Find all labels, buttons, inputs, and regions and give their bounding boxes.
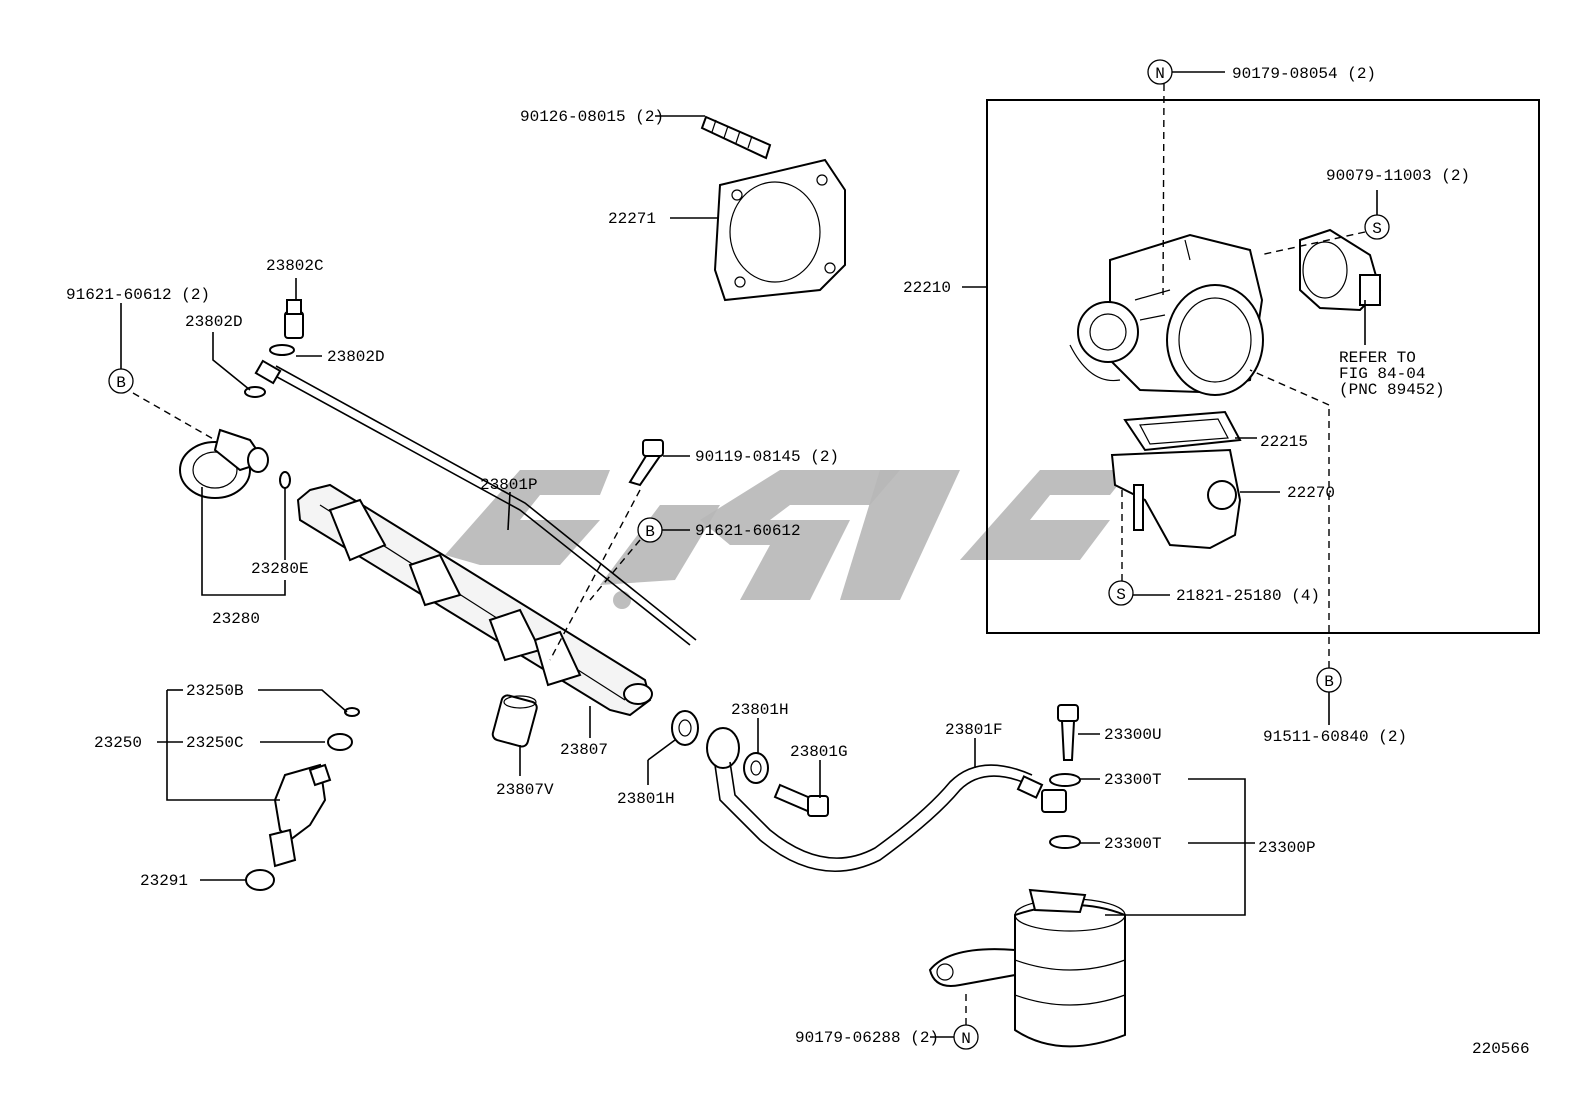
svg-text:B: B — [645, 523, 655, 541]
label-23291: 23291 — [140, 872, 188, 890]
figure-number: 220566 — [1472, 1040, 1530, 1058]
label-23300T-2: 23300T — [1104, 835, 1162, 853]
idle-speed-control-valve-22270 — [1110, 448, 1242, 550]
union-bolt-23801G — [773, 783, 829, 817]
gasket-22271 — [713, 158, 846, 302]
pressure-regulator-23280 — [179, 428, 291, 499]
label-22270: 22270 — [1287, 484, 1335, 502]
label-23801P: 23801P — [480, 476, 538, 494]
symbol-s-bottom: S — [1108, 580, 1134, 606]
label-23807V: 23807V — [496, 781, 554, 799]
label-23807: 23807 — [560, 741, 608, 759]
label-23300U: 23300U — [1104, 726, 1162, 744]
symbol-b-regulator: B — [108, 368, 134, 394]
label-22271: 22271 — [608, 210, 656, 228]
svg-text:N: N — [1155, 65, 1165, 83]
fuel-injector-23250 — [245, 707, 360, 891]
label-23280: 23280 — [212, 610, 260, 628]
throttle-position-sensor — [1299, 228, 1382, 312]
stud-bolt-90126 — [700, 115, 772, 160]
label-23250B: 23250B — [186, 682, 244, 700]
label-91621-60612: 91621-60612 — [695, 522, 801, 540]
svg-text:N: N — [961, 1030, 971, 1048]
fuel-filter-23300 — [928, 704, 1126, 1048]
label-23801F: 23801F — [945, 721, 1003, 739]
note-refer-line1: REFER TO — [1339, 349, 1416, 367]
label-22210: 22210 — [903, 279, 951, 297]
gasket-22215 — [1123, 410, 1242, 452]
label-91511-60840: 91511-60840 (2) — [1263, 728, 1407, 746]
svg-text:S: S — [1372, 220, 1382, 238]
bolt-90119 — [628, 439, 664, 487]
symbol-b-throttle: B — [1316, 667, 1342, 693]
svg-text:B: B — [116, 374, 126, 392]
fuel-hose-23801F — [706, 727, 1067, 872]
gasket-23801H-upper — [743, 752, 769, 784]
label-23250: 23250 — [94, 734, 142, 752]
note-refer-line3: (PNC 89452) — [1339, 381, 1445, 399]
fuel-pipe-23801P — [254, 359, 697, 646]
label-23801H-top: 23801H — [731, 701, 789, 719]
label-23802D-left: 23802D — [185, 313, 243, 331]
label-90126-08015: 90126-08015 (2) — [520, 108, 664, 126]
symbol-n-bottom: N — [953, 1024, 979, 1050]
label-90179-06288: 90179-06288 (2) — [795, 1029, 939, 1047]
symbol-b-pipe: B — [637, 517, 663, 543]
label-23802D-right: 23802D — [327, 348, 385, 366]
label-23801G: 23801G — [790, 743, 848, 761]
svg-text:B: B — [1324, 673, 1334, 691]
label-90179-08054: 90179-08054 (2) — [1232, 65, 1376, 83]
symbol-s-sensor: S — [1364, 214, 1390, 240]
watermark-logo — [445, 470, 1130, 609]
label-90119-08145: 90119-08145 (2) — [695, 448, 839, 466]
svg-text:S: S — [1116, 586, 1126, 604]
label-23802C: 23802C — [266, 257, 324, 275]
label-23250C: 23250C — [186, 734, 244, 752]
throttle-body-22210 — [1069, 233, 1264, 396]
label-23300T-1: 23300T — [1104, 771, 1162, 789]
label-23300P: 23300P — [1258, 839, 1316, 857]
label-23801H-bottom: 23801H — [617, 790, 675, 808]
insulator-23807V — [491, 694, 538, 748]
label-23280E: 23280E — [251, 560, 309, 578]
label-22215: 22215 — [1260, 433, 1308, 451]
leader-lines — [120, 71, 1378, 1038]
label-90079-11003: 90079-11003 (2) — [1326, 167, 1470, 185]
label-21821-25180: 21821-25180 (4) — [1176, 587, 1320, 605]
gasket-23801H-lower — [671, 710, 699, 746]
fuel-delivery-pipe-23807 — [296, 483, 653, 717]
union-bolt-23802C — [244, 299, 304, 398]
symbol-n-top: N — [1147, 59, 1173, 85]
note-refer-line2: FIG 84-04 — [1339, 365, 1425, 383]
label-91621-60612-2: 91621-60612 (2) — [66, 286, 210, 304]
throttle-body-group-box — [986, 99, 1540, 634]
